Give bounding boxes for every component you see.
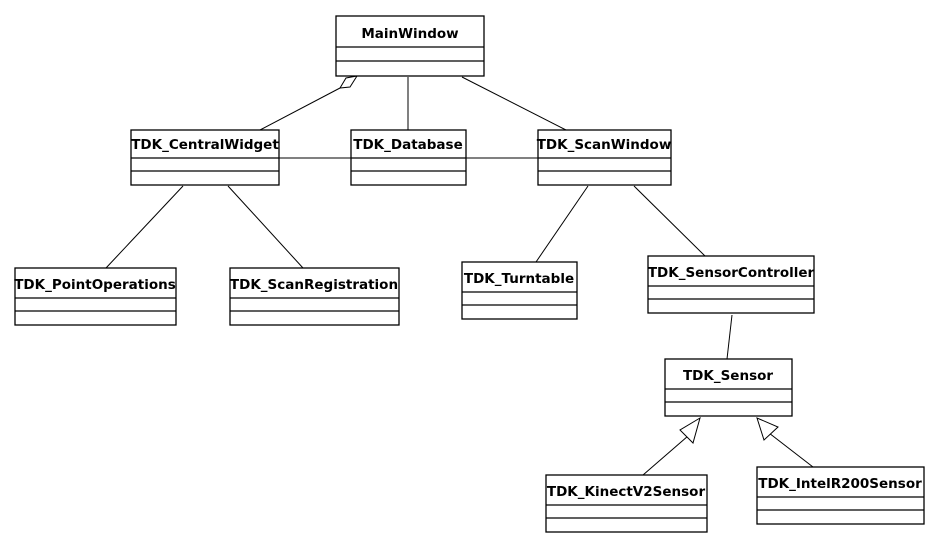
class-name: TDK_Turntable (464, 271, 574, 287)
class-name: TDK_ScanRegistration (230, 277, 398, 293)
class-name: TDK_KinectV2Sensor (547, 484, 706, 500)
class-box-pointoperations: TDK_PointOperations (14, 267, 177, 326)
class-box-turntable: TDK_Turntable (461, 261, 578, 320)
edge-intel-sensor (768, 432, 814, 468)
edge-scanwindow-turntable (535, 185, 589, 263)
edge-kinect-sensor (642, 435, 689, 476)
class-box-scanwindow: TDK_ScanWindow (537, 129, 672, 186)
class-box-database: TDK_Database (350, 129, 467, 186)
edge-centralwidget-pointoperations (105, 185, 184, 269)
generalization-triangle (756, 417, 779, 441)
class-name: TDK_PointOperations (14, 277, 176, 293)
class-name: TDK_CentralWidget (131, 137, 279, 153)
edge-sensorcontroller-sensor (726, 314, 733, 360)
class-box-sensorcontroller: TDK_SensorController (647, 255, 815, 314)
class-name: MainWindow (361, 26, 458, 42)
class-name: TDK_IntelR200Sensor (758, 476, 922, 492)
edge-mainwindow-scanwindow (461, 76, 567, 131)
aggregation-diamond (339, 75, 359, 89)
class-name: TDK_Sensor (683, 368, 773, 384)
class-box-mainwindow: MainWindow (335, 15, 485, 77)
class-name: TDK_SensorController (648, 265, 815, 281)
edge-centralwidget-scanregistration (227, 185, 304, 269)
class-name: TDK_ScanWindow (537, 137, 672, 153)
generalization-triangle (679, 416, 701, 444)
class-name: TDK_Database (353, 137, 462, 153)
class-box-sensor: TDK_Sensor (664, 358, 793, 417)
class-boxes: MainWindow TDK_CentralWidget TDK_Databas… (14, 15, 925, 533)
class-box-kinectv2sensor: TDK_KinectV2Sensor (545, 474, 708, 533)
class-box-intelr200sensor: TDK_IntelR200Sensor (756, 466, 925, 525)
relationship-edges (105, 75, 814, 476)
class-box-scanregistration: TDK_ScanRegistration (229, 267, 400, 326)
class-box-centralwidget: TDK_CentralWidget (130, 129, 280, 186)
edge-scanwindow-sensorcontroller (633, 185, 706, 257)
edge-mainwindow-centralwidget (259, 87, 341, 131)
